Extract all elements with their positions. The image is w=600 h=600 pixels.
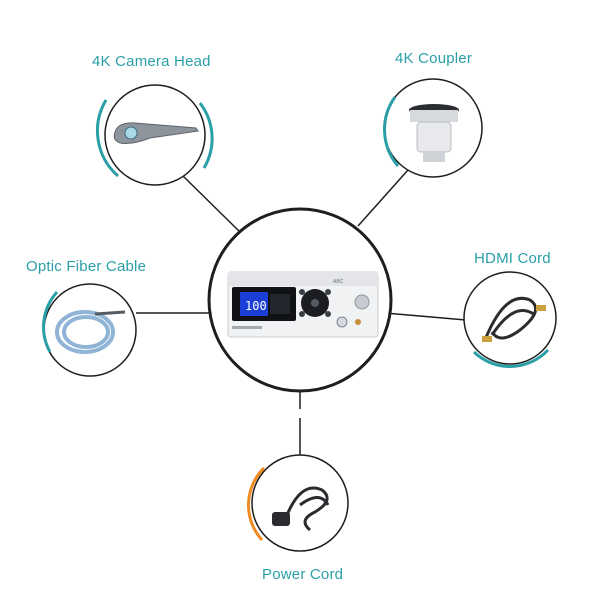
connector-lines	[136, 169, 467, 455]
power-plug-icon	[272, 512, 290, 526]
power-cord-circle	[251, 454, 349, 552]
connector-coupler	[357, 169, 409, 227]
connector-camera	[182, 175, 241, 233]
device-button[interactable]	[299, 289, 305, 295]
camera-head-arc	[198, 102, 214, 169]
device-model-text	[232, 326, 262, 329]
optic-fiber-connector-icon	[94, 310, 126, 316]
device-brand: ABC	[333, 279, 344, 285]
coupler-ring-icon	[410, 110, 458, 122]
power-cord-node	[247, 454, 349, 552]
coupler-arc	[383, 96, 400, 167]
center-device: 100 ABC	[207, 207, 393, 393]
hdmi-arc	[472, 348, 550, 368]
camera-head-node	[95, 84, 214, 186]
device-port-gold	[355, 319, 361, 325]
device-top	[228, 272, 378, 286]
coupler-body-icon	[416, 121, 452, 153]
power-cord-arc	[247, 466, 266, 542]
device-button[interactable]	[325, 289, 331, 295]
hdmi-plug-icon	[482, 336, 492, 342]
optic-fiber-arc	[42, 290, 59, 353]
device-port	[336, 316, 348, 328]
device-button[interactable]	[325, 311, 331, 317]
label-power-cord: Power Cord	[262, 566, 344, 583]
hdmi-node	[463, 271, 557, 368]
device-control-center	[311, 299, 319, 307]
label-coupler: 4K Coupler	[395, 50, 473, 67]
hdmi-circle	[463, 271, 557, 365]
device-power-knob[interactable]	[354, 294, 370, 310]
power-cord-icon	[283, 486, 330, 532]
device-screen	[240, 292, 268, 316]
label-optic-fiber: Optic Fiber Cable	[26, 258, 147, 275]
camera-head-lens-icon	[124, 126, 138, 140]
optic-fiber-node	[42, 283, 137, 377]
device-screen-value: 100	[245, 299, 267, 313]
label-hdmi: HDMI Cord	[474, 250, 551, 267]
label-camera-head: 4K Camera Head	[92, 53, 211, 70]
device-button[interactable]	[299, 311, 305, 317]
device-mini-display	[270, 294, 290, 314]
coupler-bottom-icon	[423, 152, 445, 162]
hdmi-cable-icon	[483, 297, 538, 341]
optic-fiber-icon	[55, 310, 115, 354]
connector-hdmi	[384, 312, 467, 321]
coupler-node	[383, 78, 483, 178]
camera-head-arc	[95, 99, 119, 178]
hdmi-plug-icon	[536, 305, 546, 311]
